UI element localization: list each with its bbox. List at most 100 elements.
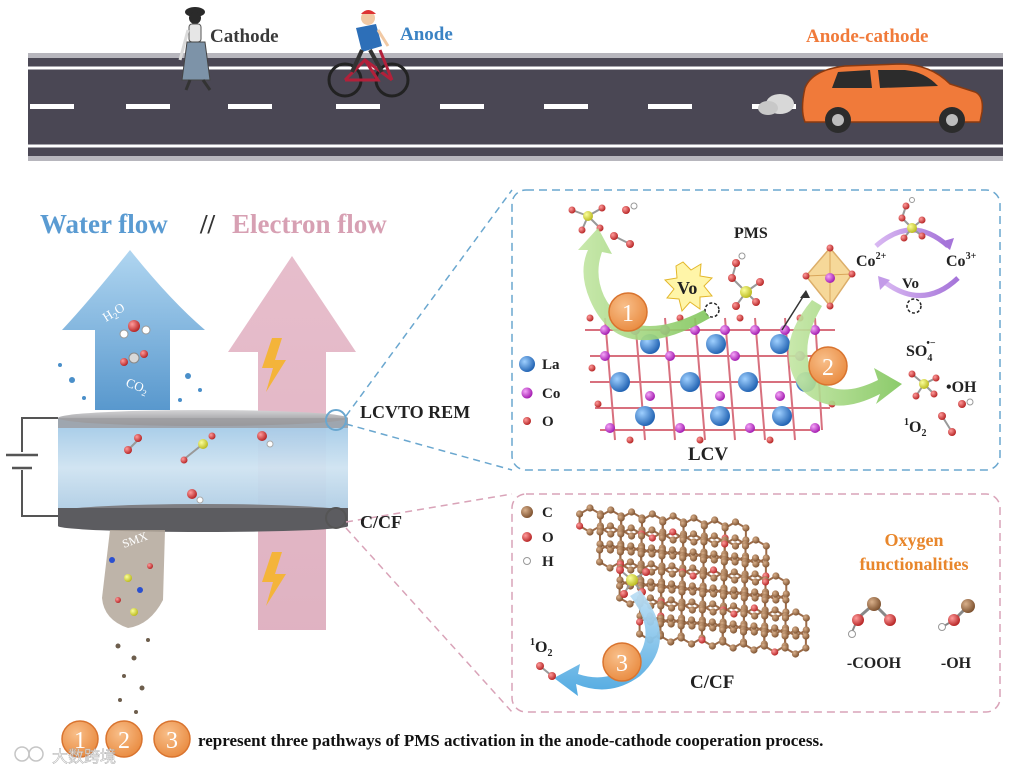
legend-la: La: [542, 357, 560, 373]
pms-label: PMS: [734, 225, 768, 242]
graphene-carbon-atom: [627, 566, 635, 574]
graphene-carbon-atom: [679, 554, 687, 562]
graphene-carbon-atom: [699, 590, 707, 598]
graphene-oxygen-atom: [698, 636, 706, 644]
graphene-carbon-atom: [689, 588, 697, 596]
flow-separator: //: [199, 209, 216, 239]
graphene-carbon-atom: [708, 618, 716, 626]
graphene-carbon-atom: [729, 620, 737, 628]
so4-radical-label: SO4•−: [906, 338, 936, 364]
graphene-carbon-atom: [667, 596, 675, 604]
graphene-carbon-atom: [606, 522, 614, 530]
graphene-carbon-atom: [751, 554, 760, 562]
graphene-oxygen-atom: [689, 572, 697, 580]
graphene-carbon-atom: [690, 538, 698, 546]
ccf-panel: C O H 3 1O2 C/CF Oxygen functionalities: [511, 493, 1001, 713]
graphene-carbon-atom: [781, 632, 789, 640]
graphene-carbon-atom: [741, 542, 750, 550]
graphene-carbon-atom: [739, 640, 748, 648]
anode-label: Anode: [400, 24, 453, 45]
graphene-oxygen-atom: [636, 618, 644, 626]
graphene-carbon-atom: [657, 568, 666, 576]
graphene-carbon-atom: [781, 614, 790, 622]
cooh-group: [848, 597, 896, 638]
vo-cycle-vacancy: [906, 298, 922, 314]
footer-badge-1-number: 1: [74, 728, 86, 754]
graphene-carbon-atom: [689, 548, 697, 556]
graphene-carbon-atom: [719, 638, 727, 646]
graphene-sheet: [576, 504, 810, 658]
graphene-carbon-atom: [720, 574, 728, 582]
co3plus-label: Co3+: [946, 251, 977, 270]
graphene-carbon-atom: [772, 572, 780, 580]
graphene-carbon-atom: [731, 558, 739, 566]
anode-cathode-label: Anode-cathode: [806, 26, 928, 47]
graphene-carbon-atom: [802, 644, 810, 652]
graphene-carbon-atom: [616, 582, 624, 590]
vo-vacancy: [704, 302, 720, 318]
octahedron-pointer: [781, 291, 807, 331]
graphene-carbon-atom: [627, 542, 635, 550]
pollutant-molecules: [109, 557, 153, 616]
flow-title: Water flow // Electron flow: [40, 209, 387, 239]
footer-badge-1: [61, 720, 99, 758]
graphene-carbon-atom: [719, 626, 727, 634]
cooh-label: -COOH: [847, 655, 902, 672]
graphene-carbon-atom: [791, 626, 800, 634]
graphene-carbon-atom: [668, 546, 676, 554]
graphene-carbon-atom: [617, 514, 625, 522]
graphene-carbon-atom: [739, 628, 748, 636]
graphene-carbon-atom: [607, 506, 615, 514]
graphene-carbon-atom: [596, 558, 604, 566]
oxygen-functionalities-title-2: functionalities: [859, 554, 968, 574]
legend-o-ccf: O: [542, 530, 554, 546]
graphene-carbon-atom: [637, 550, 645, 558]
graphene-carbon-atom: [658, 552, 666, 560]
graphene-carbon-atom: [750, 628, 758, 636]
legend-co: Co: [542, 386, 560, 402]
graphene-carbon-atom: [751, 578, 760, 586]
pathway-2-arrow: [788, 300, 902, 406]
graphene-carbon-atom: [678, 588, 686, 596]
vo-label: Vo: [677, 278, 697, 298]
vo-cycle-label: Vo: [902, 276, 919, 292]
graphene-carbon-atom: [646, 594, 654, 602]
graphene-carbon-atom: [677, 622, 685, 630]
graphene-carbon-atom: [782, 590, 790, 598]
graphene-carbon-atom: [762, 542, 770, 550]
graphene-carbon-atom: [782, 596, 790, 604]
top-left-products: [568, 202, 638, 248]
graphene-carbon-atom: [709, 590, 718, 598]
graphene-carbon-atom: [679, 520, 688, 528]
ccf-title: C/CF: [690, 672, 734, 693]
lcvto-zoom-circle: [325, 409, 347, 431]
graphene-carbon-atom: [677, 604, 686, 612]
graphene-carbon-atom: [709, 600, 717, 608]
graphene-carbon-atom: [751, 594, 759, 602]
graphene-oxygen-atom: [709, 566, 718, 574]
graphene-oxygen-atom: [648, 534, 656, 542]
graphene-carbon-atom: [720, 558, 728, 566]
graphene-carbon-atom: [647, 584, 655, 592]
graphene-carbon-atom: [751, 570, 759, 578]
graphene-carbon-atom: [689, 554, 698, 562]
graphene-carbon-atom: [709, 584, 717, 592]
graphene-carbon-atom: [700, 538, 708, 546]
oxygen-functionalities-title-1: Oxygen: [884, 530, 943, 550]
co2-label: CO2: [123, 375, 150, 399]
graphene-carbon-atom: [741, 576, 749, 584]
cycle-pms-molecule: [898, 197, 926, 242]
graphene-carbon-atom: [771, 614, 780, 622]
graphene-carbon-atom: [711, 516, 719, 524]
ccf-panel-frame: [511, 493, 1001, 713]
graphene-carbon-atom: [802, 632, 810, 640]
graphene-carbon-atom: [719, 608, 727, 616]
graphene-carbon-atom: [698, 624, 706, 632]
graphene-carbon-atom: [771, 624, 779, 632]
graphene-carbon-atom: [700, 522, 708, 530]
graphene-carbon-atom: [606, 540, 614, 548]
graphene-carbon-atom: [791, 650, 800, 658]
water-droplets: [58, 363, 202, 402]
graphene-carbon-atom: [741, 560, 749, 568]
graphene-carbon-atom: [667, 638, 675, 646]
